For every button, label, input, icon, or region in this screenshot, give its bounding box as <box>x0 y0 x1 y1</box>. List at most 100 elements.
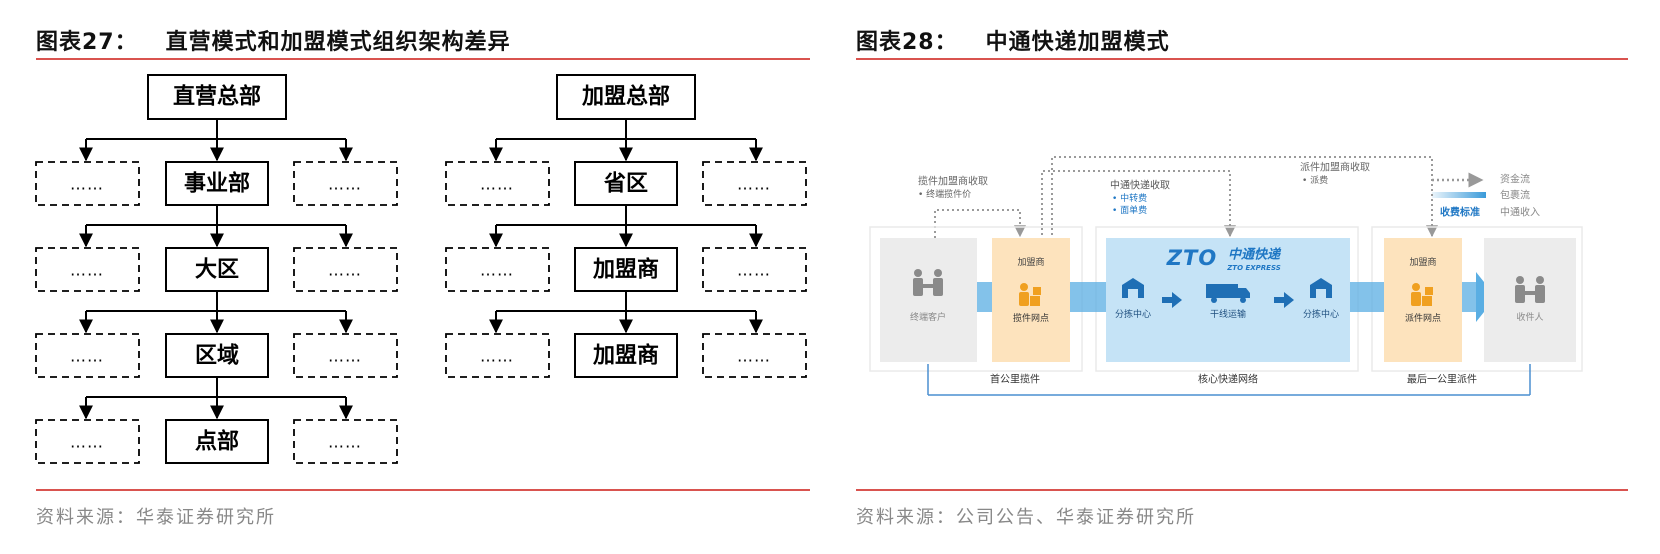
flow-legend: 资金流 包裹流 收费标准 中通收入 <box>1432 172 1540 219</box>
left-bottom-rule <box>36 489 810 491</box>
direct-placeholder-box <box>35 419 140 464</box>
direct-placeholder-text: …… <box>328 433 362 452</box>
right-source-note: 资料来源：公司公告、华泰证券研究所 <box>856 507 1196 528</box>
delivery-outlet-label: 派件网点 <box>1405 312 1441 324</box>
franchise-level-2: …… 加盟商 …… <box>445 205 807 292</box>
direct-placeholder-text: …… <box>70 261 104 280</box>
direct-level-4: …… 点部 …… <box>35 377 398 464</box>
pickup-revenue-item: • 终端揽件价 <box>918 188 971 200</box>
direct-placeholder-text: …… <box>328 175 362 194</box>
money-flow-lines <box>934 156 1438 240</box>
handshake-icon <box>913 269 943 296</box>
arrow-right-icon <box>1274 292 1294 308</box>
zto-logo: ZTO <box>1166 246 1217 270</box>
segment-first-mile: 首公里揽件 <box>990 373 1040 386</box>
franchise-level-1: …… 省区 …… <box>445 119 807 206</box>
sorting-center-label: 分拣中心 <box>1303 308 1339 320</box>
zto-name-cn: 中通快递 <box>1228 247 1282 263</box>
franchise-level-box <box>574 161 678 206</box>
franchise-level-box <box>574 333 678 378</box>
right-bottom-rule <box>856 489 1628 491</box>
franchise-placeholder-text: …… <box>480 261 514 280</box>
delivery-franchisee-label: 加盟商 <box>1409 256 1436 268</box>
zto-core-card <box>1106 238 1350 362</box>
direct-placeholder-box <box>35 333 140 378</box>
direct-level-label: 区域 <box>195 343 239 369</box>
sorting-center-label: 分拣中心 <box>1115 308 1151 320</box>
parcel-flow-swatch <box>1432 192 1486 198</box>
recipient-label: 收件人 <box>1516 311 1543 323</box>
franchise-org-tree: 加盟总部 …… 省区 …… …… 加盟商 …… <box>445 74 807 378</box>
legend-zto-income: 中通收入 <box>1500 206 1540 219</box>
direct-level-2: …… 大区 …… <box>35 205 398 292</box>
pickup-outlet-label: 揽件网点 <box>1013 312 1049 324</box>
direct-placeholder-text: …… <box>70 433 104 452</box>
direct-hq-box <box>147 74 287 120</box>
segment-last-mile: 最后一公里派件 <box>1407 374 1477 386</box>
franchise-hq-box <box>556 74 696 120</box>
direct-placeholder-box <box>293 419 398 464</box>
direct-placeholder-box <box>35 247 140 292</box>
franchise-placeholder-box <box>702 247 807 292</box>
left-source-note: 资料来源：华泰证券研究所 <box>36 507 276 528</box>
franchise-hq-label: 加盟总部 <box>581 84 670 110</box>
delivery-revenue-title: 派件加盟商收取 <box>1300 161 1370 174</box>
truck-icon <box>1206 284 1250 303</box>
franchise-placeholder-box <box>445 247 550 292</box>
end-customer-label: 终端客户 <box>910 311 946 323</box>
legend-money-flow: 资金流 <box>1500 173 1530 186</box>
right-figure-caption: 中通快递加盟模式 <box>985 30 1170 55</box>
franchise-level-label: 加盟商 <box>592 343 659 369</box>
direct-org-tree: 直营总部 …… 事业部 …… …… 大区 …… <box>35 74 398 464</box>
recipient-card <box>1484 238 1576 362</box>
direct-level-box <box>165 333 269 378</box>
franchise-placeholder-box <box>702 161 807 206</box>
right-figure-title: 图表28： 中通快递加盟模式 <box>856 24 1170 56</box>
franchise-placeholder-box <box>445 161 550 206</box>
segment-core-network: 核心快递网络 <box>1198 373 1258 386</box>
zto-revenue-item: • 中转费 <box>1112 192 1147 204</box>
direct-level-1: …… 事业部 …… <box>35 119 398 206</box>
franchise-level-label: 省区 <box>603 172 648 197</box>
warehouse-icon <box>1122 278 1144 298</box>
franchise-placeholder-box <box>445 333 550 378</box>
end-customer-card <box>880 238 977 362</box>
parcel-worker-icon <box>1019 283 1041 306</box>
pickup-franchisee-label: 加盟商 <box>1017 256 1044 268</box>
parcel-worker-icon <box>1411 283 1433 306</box>
franchise-placeholder-text: …… <box>480 347 514 366</box>
delivery-revenue-item: • 派费 <box>1302 174 1328 186</box>
direct-hq-label: 直营总部 <box>173 84 261 110</box>
zto-model-diagram: 揽件加盟商收取 • 终端揽件价 中通快递收取 • 中转费 • 面单费 派件加盟商… <box>869 156 1583 396</box>
franchise-placeholder-text: …… <box>737 175 771 194</box>
left-figure-title: 图表27：直营模式和加盟模式组织架构差异 <box>36 24 511 56</box>
warehouse-door <box>1316 289 1326 298</box>
direct-placeholder-text: …… <box>328 261 362 280</box>
handshake-icon <box>1515 276 1545 303</box>
zto-revenue-item: • 面单费 <box>1112 204 1147 216</box>
right-figure-number: 图表28： <box>856 30 958 55</box>
franchise-level-3: …… 加盟商 …… <box>445 291 807 378</box>
franchise-placeholder-box <box>702 333 807 378</box>
legend-parcel-flow: 包裹流 <box>1500 189 1530 202</box>
direct-placeholder-box <box>293 161 398 206</box>
arrow-right-icon <box>1162 292 1182 308</box>
franchise-placeholder-text: …… <box>737 347 771 366</box>
direct-placeholder-box <box>293 247 398 292</box>
right-top-rule <box>856 58 1628 60</box>
direct-level-box <box>165 419 269 464</box>
direct-placeholder-box <box>293 333 398 378</box>
direct-placeholder-text: …… <box>70 175 104 194</box>
direct-placeholder-box <box>35 161 140 206</box>
warehouse-door <box>1128 289 1138 298</box>
zto-name-en: ZTO EXPRESS <box>1226 264 1281 272</box>
direct-level-label: 大区 <box>195 258 239 283</box>
warehouse-icon <box>1310 278 1332 298</box>
left-figure-number: 图表27： <box>36 30 138 55</box>
franchise-placeholder-text: …… <box>737 261 771 280</box>
direct-placeholder-text: …… <box>70 347 104 366</box>
direct-level-label: 事业部 <box>184 171 250 197</box>
direct-level-3: …… 区域 …… <box>35 291 398 378</box>
franchise-level-label: 加盟商 <box>592 257 659 283</box>
